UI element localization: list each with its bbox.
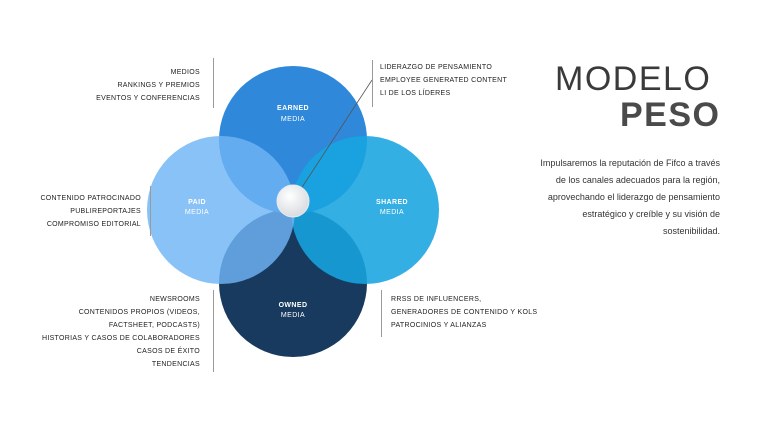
list-item: EMPLOYEE GENERATED CONTENT	[380, 77, 508, 84]
earned-title: EARNED	[277, 105, 309, 112]
shared-title: SHARED	[376, 199, 408, 206]
list-item: GENERADORES DE CONTENIDO Y KOLS	[391, 309, 538, 316]
list-item: CASOS DE ÉXITO	[136, 348, 200, 355]
thought-leadership-list: LIDERAZGO DE PENSAMIENTO EMPLOYEE GENERA…	[380, 61, 507, 100]
list-item: RANKINGS Y PREMIOS	[117, 82, 200, 89]
list-item: LI DE LOS LÍDERES	[380, 90, 451, 97]
earned-sub: MEDIA	[281, 116, 305, 123]
paid-title: PAID	[188, 199, 206, 206]
description-text: Impulsaremos la reputación de Fifco a tr…	[540, 158, 720, 236]
list-item: PATROCINIOS Y ALIANZAS	[391, 322, 487, 329]
owned-channel-list: NEWSROOMS CONTENIDOS PROPIOS (VIDEOS, FA…	[42, 293, 200, 371]
pointer-line	[294, 79, 373, 199]
shared-list-divider	[381, 290, 382, 337]
paid-list-divider	[150, 186, 151, 236]
title-line-1: MODELO	[555, 60, 712, 98]
earned-channel-list: MEDIOS RANKINGS Y PREMIOS EVENTOS Y CONF…	[96, 66, 200, 105]
list-item: CONTENIDOS PROPIOS (VIDEOS,	[78, 309, 200, 316]
list-item: EVENTOS Y CONFERENCIAS	[96, 95, 200, 102]
list-item: HISTORIAS Y CASOS DE COLABORADORES	[41, 335, 200, 342]
shared-sub: MEDIA	[380, 209, 404, 216]
list-item: NEWSROOMS	[149, 296, 200, 303]
shared-channel-list: RRSS DE INFLUENCERS, GENERADORES DE CONT…	[391, 293, 537, 332]
paid-sub: MEDIA	[185, 209, 209, 216]
list-item: RRSS DE INFLUENCERS,	[391, 296, 482, 303]
list-item: COMPROMISO EDITORIAL	[46, 221, 141, 228]
paid-media-circle	[147, 136, 295, 284]
title-line-2: PESO	[620, 96, 721, 134]
thought-list-divider	[372, 60, 373, 107]
earned-list-divider	[213, 58, 214, 108]
center-sphere	[276, 184, 310, 218]
owned-list-divider	[213, 290, 214, 372]
list-item: TENDENCIAS	[151, 361, 200, 368]
owned-sub: MEDIA	[281, 312, 305, 319]
list-item: FACTSHEET, PODCASTS)	[108, 322, 200, 329]
paid-channel-list: CONTENIDO PATROCINADO PUBLIREPORTAJES CO…	[40, 192, 141, 231]
owned-title: OWNED	[279, 302, 308, 309]
list-item: LIDERAZGO DE PENSAMIENTO	[380, 64, 493, 71]
list-item: CONTENIDO PATROCINADO	[40, 195, 141, 202]
list-item: PUBLIREPORTAJES	[70, 208, 141, 215]
shared-media-circle	[291, 136, 439, 284]
list-item: MEDIOS	[170, 69, 200, 76]
